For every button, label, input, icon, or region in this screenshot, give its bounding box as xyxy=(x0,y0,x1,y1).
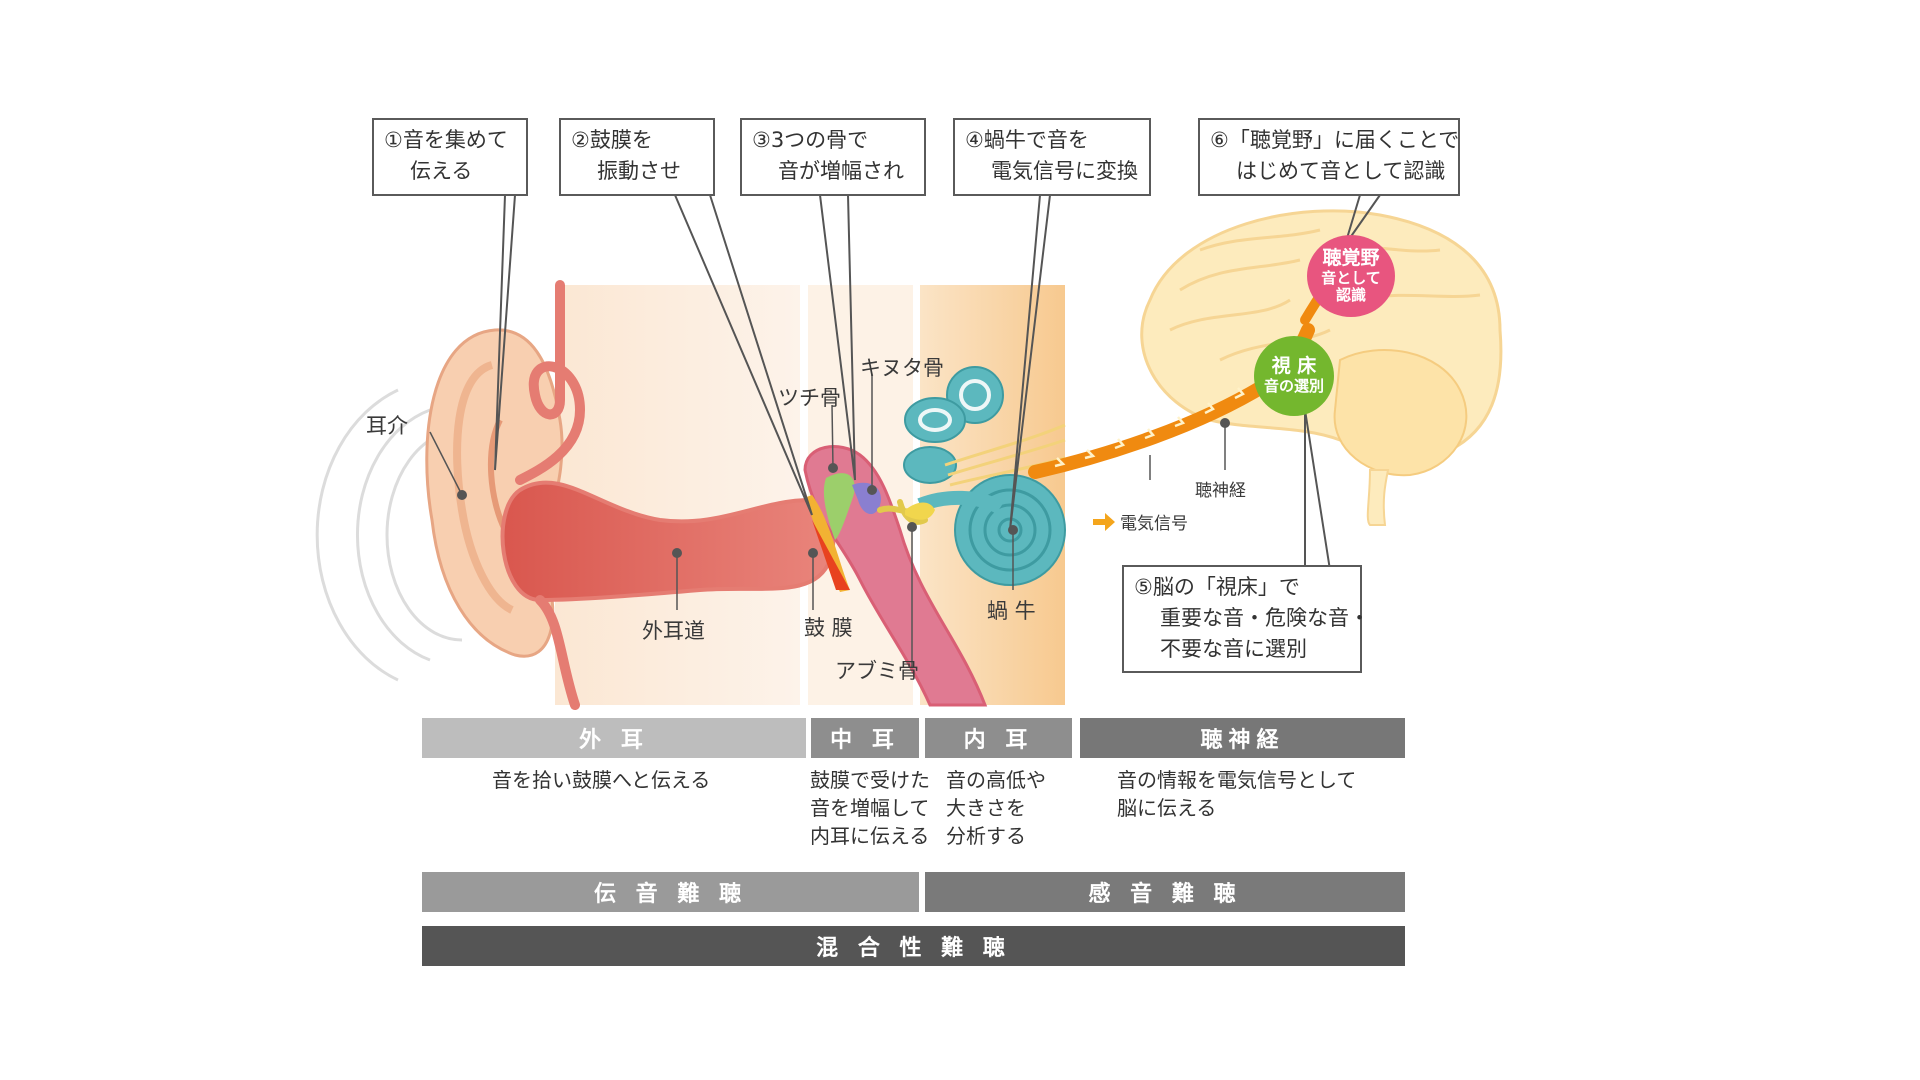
band-sensorineural-hearing-loss: 感 音 難 聴 xyxy=(925,872,1405,912)
callout-3-line2: 音が増幅され xyxy=(778,159,904,183)
signal-arrows xyxy=(1054,387,1245,468)
electric-signal-arrow-icon xyxy=(1093,513,1115,531)
desc-middle-ear-line2: 音を増幅して xyxy=(810,796,930,820)
desc-middle-ear-line1: 鼓膜で受けた xyxy=(810,768,930,792)
section-auditory-nerve: 聴神経 xyxy=(1080,718,1405,758)
callout-2-line1: ②鼓膜を xyxy=(571,128,653,152)
callout-2-vibrate-eardrum: ②鼓膜を 振動させ xyxy=(559,118,715,196)
label-electric-signal: 電気信号 xyxy=(1120,514,1188,534)
desc-inner-ear-line3: 分析する xyxy=(946,824,1026,848)
label-auricle: 耳介 xyxy=(366,414,408,438)
thalamus-title: 視 床 xyxy=(1271,355,1317,378)
callout-1-line1: ①音を集めて xyxy=(384,128,508,152)
malleus-shape xyxy=(823,473,855,540)
section-inner-ear: 内 耳 xyxy=(925,718,1072,758)
label-cochlea: 蝸 牛 xyxy=(987,599,1036,623)
callout-5-line2: 重要な音・危険な音・ xyxy=(1160,606,1370,630)
callout-4-line2: 電気信号に変換 xyxy=(991,159,1138,183)
label-eardrum: 鼓 膜 xyxy=(804,616,853,640)
section-outer-ear: 外 耳 xyxy=(422,718,806,758)
desc-outer-ear-line: 音を拾い鼓膜へと伝える xyxy=(492,768,711,792)
auditory-cortex-badge: 聴覚野 音として 認識 xyxy=(1307,235,1395,317)
desc-auditory-nerve-line2: 脳に伝える xyxy=(1117,796,1217,820)
label-auditory-nerve: 聴神経 xyxy=(1195,481,1246,501)
label-malleus: ツチ骨 xyxy=(778,386,841,410)
callout-6-line2: はじめて音として認識 xyxy=(1236,159,1446,183)
label-dots xyxy=(457,418,1230,558)
callout-1-collect-sound: ①音を集めて 伝える xyxy=(372,118,528,196)
label-stapes: アブミ骨 xyxy=(835,659,919,683)
desc-auditory-nerve: 音の情報を電気信号として 脳に伝える xyxy=(1117,766,1356,822)
section-middle-ear: 中 耳 xyxy=(811,718,919,758)
auditory-cortex-sub2: 認識 xyxy=(1335,285,1366,304)
callout-4-cochlea-convert: ④蝸牛で音を 電気信号に変換 xyxy=(953,118,1151,196)
callout-3-line1: ③3つの骨で xyxy=(752,128,869,152)
callout-5-line1: ⑤脳の「視床」で xyxy=(1134,575,1300,599)
callout-5-thalamus: ⑤脳の「視床」で 重要な音・危険な音・ 不要な音に選別 xyxy=(1122,565,1370,673)
desc-inner-ear-line1: 音の高低や xyxy=(946,768,1046,792)
thalamus-badge: 視 床 音の選別 xyxy=(1254,336,1334,416)
auditory-cortex-title: 聴覚野 xyxy=(1322,246,1380,269)
thalamus-sub: 音の選別 xyxy=(1263,377,1324,396)
callout-6-line1: ⑥「聴覚野」に届くことで xyxy=(1210,128,1460,152)
desc-outer-ear: 音を拾い鼓膜へと伝える xyxy=(492,766,710,794)
auditory-cortex-sub1: 音として xyxy=(1321,268,1381,287)
middle-ear-cavity xyxy=(803,445,988,707)
callout-5-line3: 不要な音に選別 xyxy=(1160,637,1307,661)
label-ear-canal: 外耳道 xyxy=(642,619,705,643)
desc-inner-ear: 音の高低や 大きさを 分析する xyxy=(946,766,1046,850)
desc-middle-ear: 鼓膜で受けた 音を増幅して 内耳に伝える xyxy=(810,766,930,850)
desc-inner-ear-line2: 大きさを xyxy=(946,796,1026,820)
callout-6-auditory-cortex: ⑥「聴覚野」に届くことで はじめて音として認識 xyxy=(1198,118,1460,196)
callout-4-line1: ④蝸牛で音を xyxy=(965,128,1089,152)
label-incus: キヌタ骨 xyxy=(860,356,944,380)
band-mixed-hearing-loss: 混 合 性 難 聴 xyxy=(422,926,1405,966)
callout-1-line2: 伝える xyxy=(410,159,473,183)
band-conductive-hearing-loss: 伝 音 難 聴 xyxy=(422,872,919,912)
eardrum-shape xyxy=(804,495,850,592)
desc-middle-ear-line3: 内耳に伝える xyxy=(810,824,930,848)
outer-ear-panel xyxy=(555,285,800,705)
desc-auditory-nerve-line1: 音の情報を電気信号として xyxy=(1117,768,1357,792)
callout-2-line2: 振動させ xyxy=(597,159,681,183)
label-leaders xyxy=(429,375,1226,668)
callout-3-amplify: ③3つの骨で 音が増幅され xyxy=(740,118,926,196)
